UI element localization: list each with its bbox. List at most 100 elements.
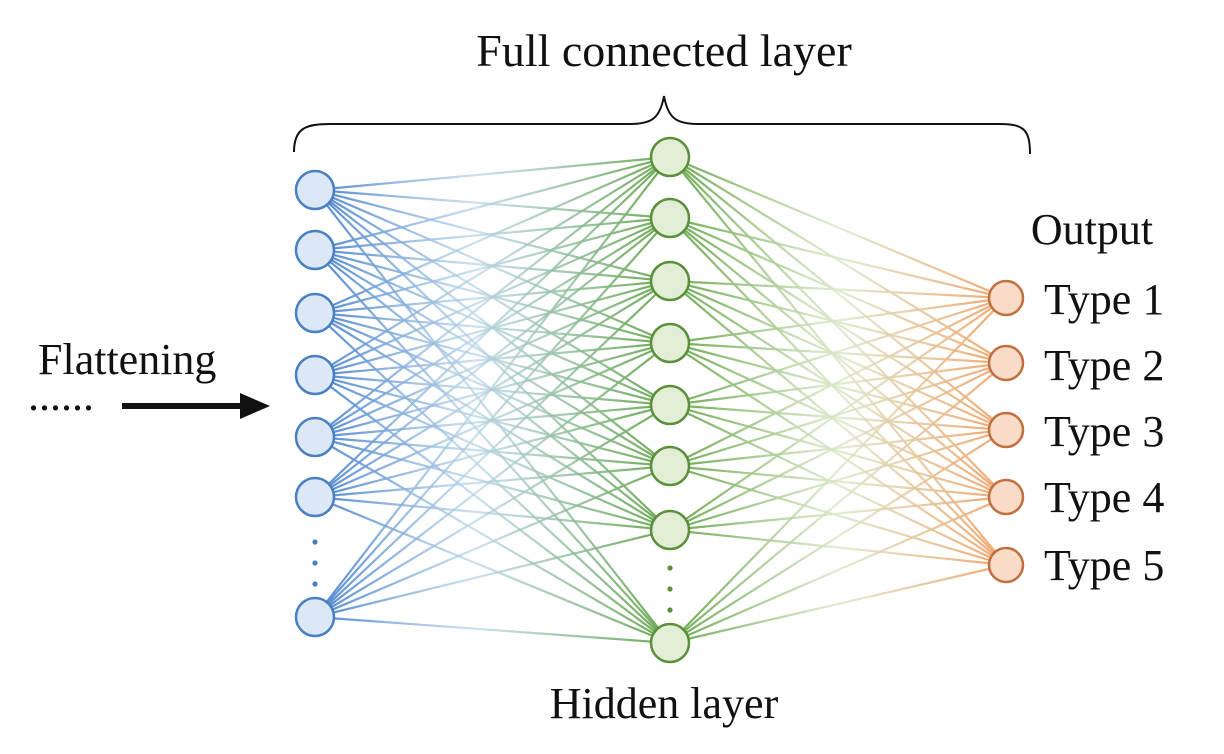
edge-hidden-8-output-2 <box>669 362 1007 644</box>
edge-input-7-hidden-2 <box>314 217 671 618</box>
edge-input-7-hidden-3 <box>314 280 671 618</box>
edge-input-7-hidden-6 <box>314 464 671 619</box>
hidden-node-6 <box>649 445 691 487</box>
edge-hidden-1-output-1 <box>669 155 1007 300</box>
edge-input-7-hidden-4 <box>314 342 671 618</box>
edge-hidden-8-output-4 <box>669 495 1007 645</box>
edge-input-7-hidden-1 <box>314 156 671 618</box>
edge-input-3-hidden-1 <box>314 155 671 315</box>
edge-hidden-5-output-4 <box>669 403 1007 499</box>
edge-hidden-3-output-5 <box>669 280 1007 566</box>
edge-input-6-hidden-3 <box>314 280 671 498</box>
input-node-5 <box>294 416 336 458</box>
edge-hidden-5-output-3 <box>669 403 1007 432</box>
output-label: Output <box>1031 205 1153 254</box>
edge-hidden-2-output-5 <box>669 217 1007 566</box>
edge-hidden-7-output-3 <box>669 428 1007 532</box>
hidden-node-3 <box>649 260 691 302</box>
input-ellipsis: ...... <box>28 371 94 420</box>
output-node-2 <box>987 344 1025 382</box>
edge-hidden-3-output-3 <box>669 279 1007 432</box>
edge-hidden-7-output-4 <box>669 495 1007 532</box>
edge-hidden-4-output-3 <box>669 341 1007 432</box>
edge-input-5-hidden-8 <box>314 436 671 644</box>
input-vdot-1 <box>312 539 318 545</box>
input-node-7 <box>294 596 336 638</box>
edge-hidden-1-output-2 <box>669 156 1007 364</box>
layer-brace <box>293 95 1031 155</box>
edge-hidden-8-output-1 <box>669 297 1007 644</box>
hidden-node-1 <box>649 136 691 178</box>
flattening-label: Flattening <box>38 335 216 384</box>
edge-hidden-6-output-1 <box>669 297 1007 467</box>
edge-hidden-2-output-3 <box>669 217 1007 431</box>
edge-input-6-hidden-2 <box>314 217 671 498</box>
output-type-1-label: Type 1 <box>1044 275 1164 324</box>
edge-hidden-2-output-4 <box>669 217 1007 498</box>
edge-hidden-4-output-2 <box>669 341 1007 365</box>
edge-hidden-1-output-3 <box>669 156 1007 431</box>
edge-input-6-hidden-1 <box>314 156 671 498</box>
output-type-3-label: Type 3 <box>1044 407 1164 456</box>
edge-input-7-hidden-8 <box>314 615 671 645</box>
input-node-6 <box>294 476 336 518</box>
output-type-4-label: Type 4 <box>1044 473 1164 522</box>
hidden-node-5 <box>649 384 691 426</box>
edge-hidden-3-output-4 <box>669 280 1007 498</box>
edge-hidden-1-output-5 <box>669 156 1007 566</box>
edge-input-5-hidden-1 <box>314 156 671 438</box>
hidden-vdot-3 <box>667 607 673 613</box>
edge-input-7-hidden-7 <box>314 528 671 619</box>
input-node-2 <box>294 229 336 271</box>
hidden-output-connections <box>669 155 1007 645</box>
edge-input-5-hidden-7 <box>314 435 671 532</box>
hidden-vdot-1 <box>667 565 673 571</box>
edge-input-2-hidden-1 <box>314 155 671 252</box>
hidden-node-7 <box>649 509 691 551</box>
edge-hidden-5-output-5 <box>669 404 1007 566</box>
hidden-node-2 <box>649 197 691 239</box>
hidden-vdot-2 <box>667 586 673 592</box>
output-node-5 <box>987 546 1025 584</box>
edge-input-6-hidden-8 <box>314 495 671 645</box>
output-node-4 <box>987 478 1025 516</box>
hidden-node-4 <box>649 322 691 364</box>
edge-hidden-7-output-1 <box>669 297 1007 531</box>
output-node-1 <box>987 279 1025 317</box>
edge-hidden-6-output-3 <box>669 428 1007 468</box>
diagram-title: Full connected layer <box>476 25 852 76</box>
output-node-3 <box>987 411 1025 449</box>
edge-hidden-4-output-5 <box>669 342 1007 566</box>
edge-hidden-5-output-2 <box>669 361 1007 407</box>
edge-hidden-8-output-3 <box>669 429 1007 644</box>
input-arrow <box>122 393 270 419</box>
input-layer <box>294 169 336 638</box>
input-node-1 <box>294 169 336 211</box>
edge-input-6-hidden-5 <box>314 403 671 499</box>
edge-hidden-3-output-1 <box>669 279 1007 300</box>
hidden-ellipsis-dots <box>667 565 673 613</box>
edge-hidden-6-output-5 <box>669 464 1007 567</box>
edge-input-6-hidden-4 <box>314 341 671 499</box>
edge-input-6-hidden-7 <box>314 495 671 532</box>
input-ellipsis-dots <box>312 539 318 587</box>
edge-hidden-4-output-1 <box>669 296 1007 345</box>
input-hidden-connections <box>314 155 671 645</box>
edge-hidden-7-output-2 <box>669 362 1007 531</box>
hidden-layer <box>649 136 691 664</box>
edge-hidden-5-output-1 <box>669 296 1007 407</box>
hidden-layer-label: Hidden layer <box>550 679 779 728</box>
edge-hidden-3-output-2 <box>669 279 1007 365</box>
edge-hidden-4-output-4 <box>669 342 1007 498</box>
input-node-3 <box>294 292 336 334</box>
output-type-2-label: Type 2 <box>1044 341 1164 390</box>
edge-input-1-hidden-1 <box>314 155 671 192</box>
edge-input-7-hidden-5 <box>314 404 671 618</box>
edge-input-5-hidden-3 <box>314 279 671 439</box>
edge-hidden-8-output-5 <box>669 563 1007 645</box>
edge-hidden-2-output-1 <box>669 216 1007 300</box>
output-layer <box>987 279 1025 584</box>
edge-input-4-hidden-8 <box>314 374 671 644</box>
input-node-4 <box>294 354 336 396</box>
